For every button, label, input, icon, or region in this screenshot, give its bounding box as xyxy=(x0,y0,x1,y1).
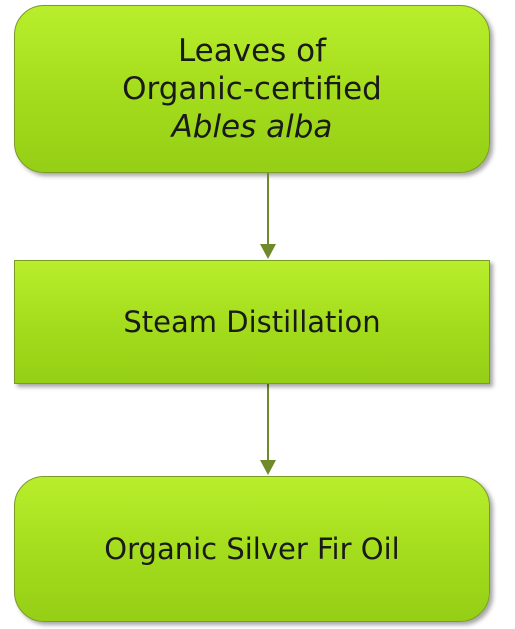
process-label: Steam Distillation xyxy=(123,305,381,339)
source-line-3: Ables alba xyxy=(171,109,333,145)
product-label: Organic Silver Fir Oil xyxy=(104,532,400,566)
flow-step-source: Leaves of Organic-certified Ables alba xyxy=(14,5,490,173)
connector-1-arrowhead xyxy=(260,244,276,259)
source-line-1: Leaves of xyxy=(177,33,327,69)
connector-2-arrowhead xyxy=(260,460,276,475)
source-line-2: Organic-certified xyxy=(122,71,382,107)
flow-step-product: Organic Silver Fir Oil xyxy=(14,476,490,622)
flow-step-process: Steam Distillation xyxy=(14,260,490,384)
